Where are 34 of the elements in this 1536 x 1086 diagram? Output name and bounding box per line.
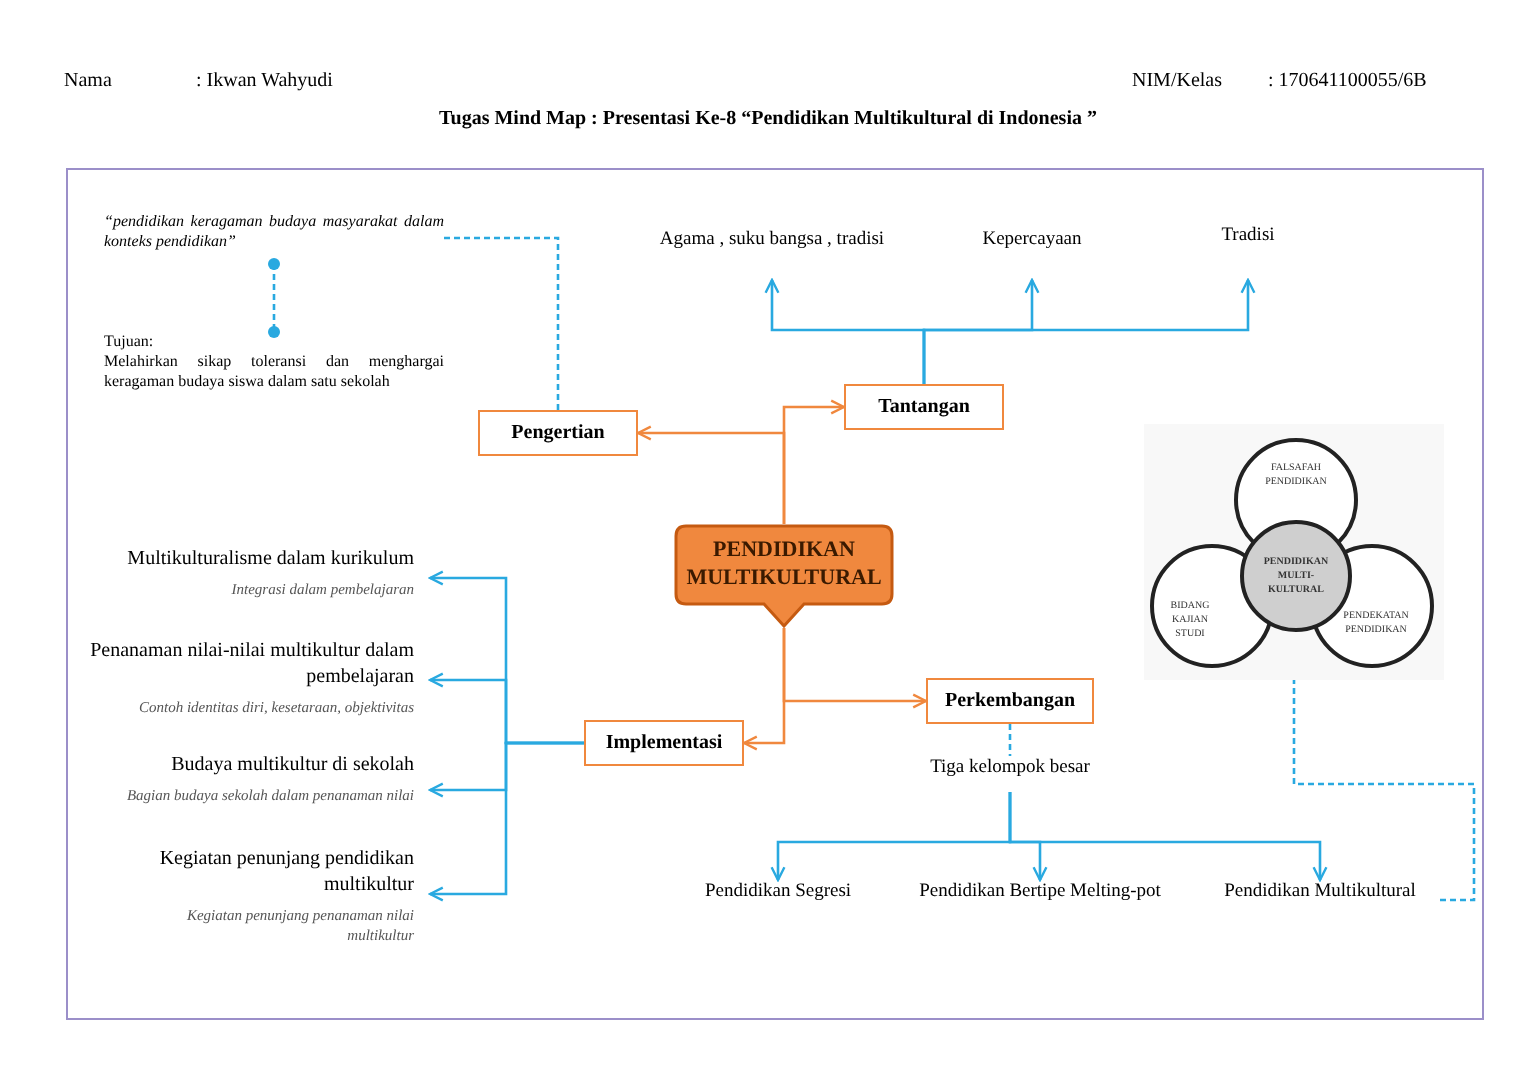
branch-heading: Budaya multikultur di sekolah xyxy=(171,752,414,778)
arrow xyxy=(782,628,928,709)
branch-text: Tradisi xyxy=(1221,224,1275,250)
central-callout xyxy=(674,524,894,628)
branch-text: Pendidikan Segresi xyxy=(704,880,852,906)
topic-box: Pengertian xyxy=(478,410,638,456)
goal-heading: Tujuan: xyxy=(104,332,156,352)
branch-text: Tiga kelompok besar xyxy=(930,756,1090,782)
callout-text: PENDIDIKAN MULTIKULTURAL xyxy=(686,536,882,592)
header-text: : Ikwan Wahyudi xyxy=(196,68,333,96)
branch-heading: Kegiatan penunjang pendidikan multikultur xyxy=(157,846,414,898)
goal-text: Melahirkan sikap toleransi dan menghargai keragaman budaya siswa dalam satu sekolah xyxy=(104,352,444,392)
arrow xyxy=(782,399,846,524)
header-text: Nama xyxy=(64,68,112,96)
header-text: NIM/Kelas xyxy=(1132,68,1222,96)
dashed-connector xyxy=(268,258,280,338)
title: Tugas Mind Map : Presentasi Ke-8 “Pendidikan Multikultural di Indonesia ” xyxy=(439,106,1097,134)
topic-box: Tantangan xyxy=(844,384,1004,430)
dashed-connector xyxy=(1008,724,1012,756)
topic-box: Implementasi xyxy=(584,720,744,766)
header-text: : 170641100055/6B xyxy=(1268,68,1427,96)
branch-heading: Multikulturalisme dalam kurikulum xyxy=(127,546,414,572)
arrow xyxy=(1008,792,1328,882)
dashed-connector xyxy=(1292,680,1476,902)
topic-box: Perkembangan xyxy=(926,678,1094,724)
arrow xyxy=(428,741,584,902)
branch-text: Agama , suku bangsa , tradisi xyxy=(659,228,885,254)
branch-heading: Penanaman nilai-nilai multikultur dalam pembelajaran xyxy=(88,638,414,690)
definition-text: “pendidikan keragaman budaya masyarakat dalam konteks pendidikan” xyxy=(104,212,444,252)
arrow xyxy=(922,278,1256,384)
branch-text: Pendidikan Bertipe Melting-pot xyxy=(919,880,1161,906)
branch-text: Pendidikan Multikultural xyxy=(1224,880,1416,906)
branch-text: Kepercayaan xyxy=(982,228,1082,254)
dashed-connector xyxy=(444,236,560,410)
